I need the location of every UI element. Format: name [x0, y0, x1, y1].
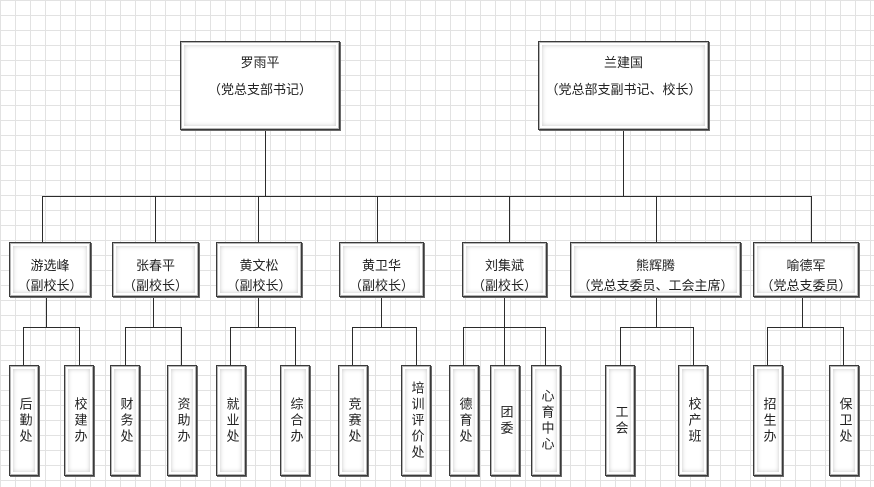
vice-name: 张春平 [135, 259, 175, 274]
dept-box: 资助办 [167, 365, 197, 476]
dept-box: 培训评价处 [401, 365, 431, 476]
connector-dept-group-4 [352, 297, 417, 365]
leader-box-2: 兰建国 （党总部支副书记、校长） [538, 41, 709, 130]
vice-title: （副校长） [17, 279, 83, 294]
dept-label: 团委 [497, 404, 513, 437]
dept-label: 德育处 [456, 396, 472, 445]
dept-label: 竞赛处 [345, 396, 361, 445]
vice-box-4: 黄卫华 （副校长） [339, 242, 424, 297]
vice-name: 游选峰 [30, 259, 70, 274]
vice-box-7: 喻德军 （党总支委员） [753, 242, 859, 297]
leader-box-1: 罗雨平 （党总支部书记） [180, 41, 340, 130]
dept-label: 保卫处 [836, 396, 852, 445]
vice-box-1: 游选峰 （副校长） [9, 242, 91, 297]
dept-box: 财务处 [110, 365, 140, 476]
dept-label: 综合办 [287, 396, 303, 445]
dept-box: 后勤处 [9, 365, 39, 476]
vice-name: 黄卫华 [361, 259, 401, 274]
dept-label: 资助办 [174, 396, 190, 445]
vice-name: 黄文松 [239, 259, 279, 274]
dept-box: 综合办 [280, 365, 310, 476]
connector-dept-group-2 [125, 297, 182, 365]
vice-name: 喻德军 [786, 259, 826, 274]
vice-title: （副校长） [122, 279, 188, 294]
dept-box: 保卫处 [829, 365, 859, 476]
dept-box: 工会 [605, 365, 635, 476]
leader-name: 罗雨平 [240, 56, 280, 71]
vice-title: （党总支委员、工会主席） [577, 279, 734, 294]
dept-label: 校建办 [71, 396, 87, 445]
connector-dept-group-3 [230, 297, 296, 365]
dept-label: 工会 [612, 404, 628, 437]
leader-title: （党总支部书记） [207, 83, 312, 98]
connector-dept-group-5 [463, 297, 546, 365]
vice-title: （副校长） [471, 279, 537, 294]
dept-box: 竞赛处 [338, 365, 368, 476]
dept-label: 就业处 [223, 396, 239, 445]
dept-label: 培训评价处 [408, 380, 424, 461]
dept-label: 心育中心 [538, 388, 554, 453]
dept-box: 团委 [490, 365, 520, 476]
leader-title: （党总部支副书记、校长） [545, 83, 702, 98]
connector-dept-group-7 [767, 297, 844, 365]
dept-box: 校建办 [64, 365, 94, 476]
vice-name: 熊辉腾 [635, 259, 675, 274]
dept-box: 心育中心 [531, 365, 561, 476]
dept-label: 校产班 [685, 396, 701, 445]
dept-box: 就业处 [216, 365, 246, 476]
vice-name: 刘集斌 [484, 259, 524, 274]
vice-box-6: 熊辉腾 （党总支委员、工会主席） [570, 242, 741, 297]
connector-dept-group-6 [620, 297, 694, 365]
connector-dept-group-1 [23, 297, 80, 365]
vice-title: （副校长） [226, 279, 292, 294]
dept-label: 后勤处 [16, 396, 32, 445]
vice-title: （党总支委员） [760, 279, 852, 294]
dept-label: 招生办 [760, 396, 776, 445]
leader-name: 兰建国 [603, 56, 643, 71]
vice-title: （副校长） [348, 279, 414, 294]
dept-box: 校产班 [678, 365, 708, 476]
dept-label: 财务处 [117, 396, 133, 445]
vice-box-3: 黄文松 （副校长） [216, 242, 302, 297]
dept-box: 招生办 [753, 365, 783, 476]
vice-box-2: 张春平 （副校长） [112, 242, 199, 297]
dept-box: 德育处 [449, 365, 479, 476]
vice-box-5: 刘集斌 （副校长） [462, 242, 547, 297]
